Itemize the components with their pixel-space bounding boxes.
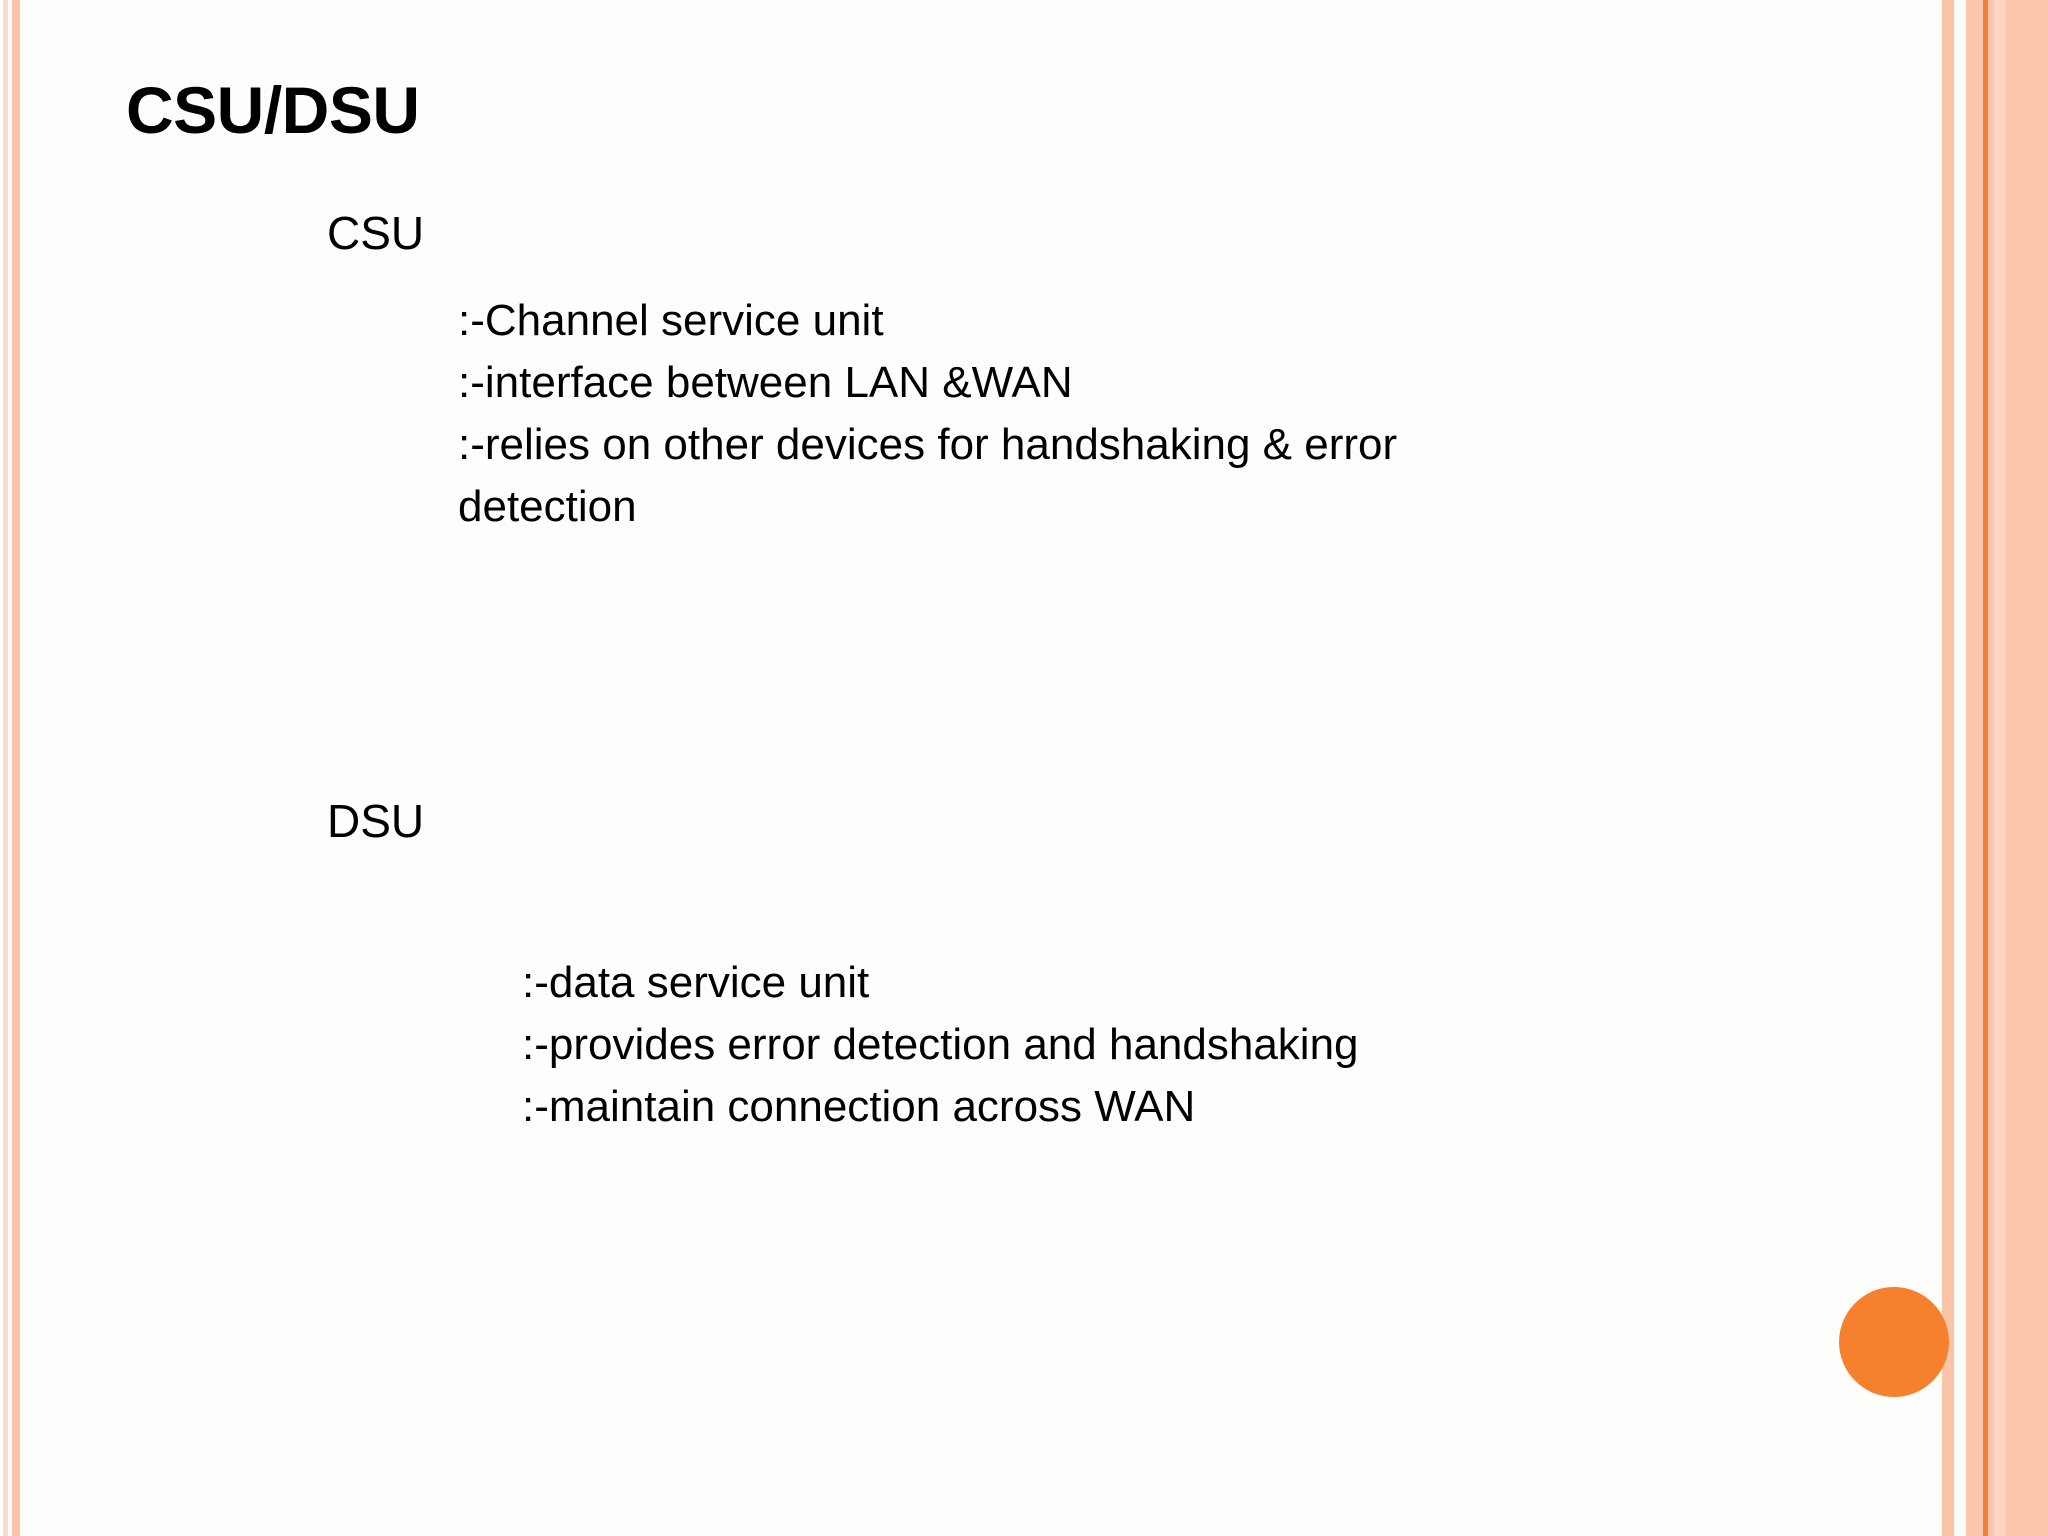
section-body-csu: :-Channel service unit :-interface betwe…: [458, 290, 1508, 538]
slide-title: CSU/DSU: [126, 73, 420, 147]
bullet-line: :-provides error detection and handshaki…: [522, 1020, 1359, 1069]
left-border-stripe-pale: [3, 0, 8, 1536]
bullet-line: :-maintain connection across WAN: [522, 1082, 1196, 1131]
bullet-line: :-data service unit: [522, 958, 870, 1007]
left-border-stripe-peach: [12, 0, 20, 1536]
left-border-decoration: [0, 0, 24, 1536]
section-body-dsu: :-data service unit :-provides error det…: [522, 952, 1572, 1138]
right-border-decoration: [1928, 0, 2048, 1536]
right-border-stripe-narrow: [1942, 0, 1954, 1536]
right-border-stripe-light: [1994, 0, 2006, 1536]
bullet-line: :-interface between LAN &WAN: [458, 358, 1073, 407]
bullet-line: :-relies on other devices for handshakin…: [458, 420, 1398, 531]
section-heading-csu: CSU: [327, 207, 425, 259]
bullet-line: :-Channel service unit: [458, 296, 884, 345]
right-border-orange-line: [1983, 0, 1988, 1536]
right-border-block: [1966, 0, 2048, 1536]
accent-circle-decoration: [1839, 1287, 1949, 1397]
section-heading-dsu: DSU: [327, 795, 425, 847]
